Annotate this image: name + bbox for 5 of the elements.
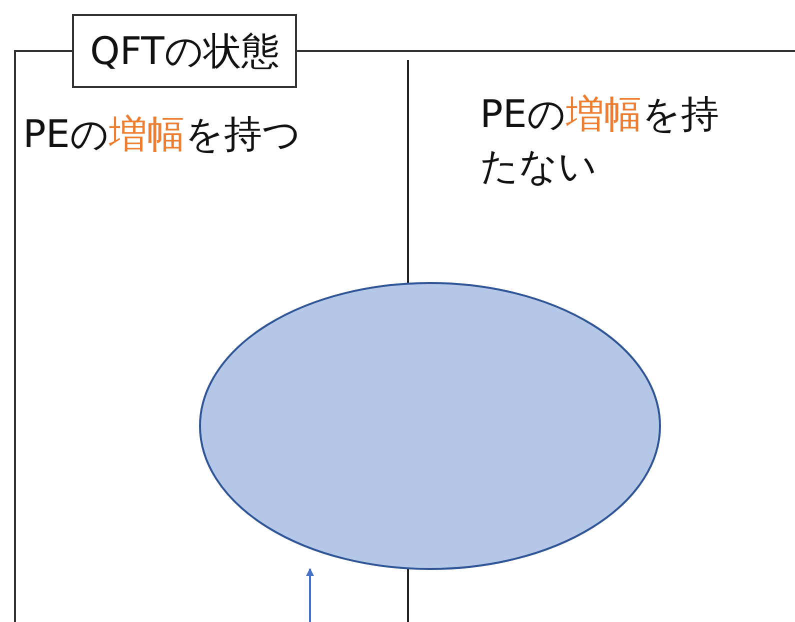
frame-title: QFTの状態: [72, 14, 298, 88]
region-label: PEの増幅を持たない: [480, 88, 720, 192]
region-label: PEの増幅を持つ: [23, 108, 393, 160]
arrow: [306, 568, 314, 622]
ellipse: [198, 281, 662, 571]
